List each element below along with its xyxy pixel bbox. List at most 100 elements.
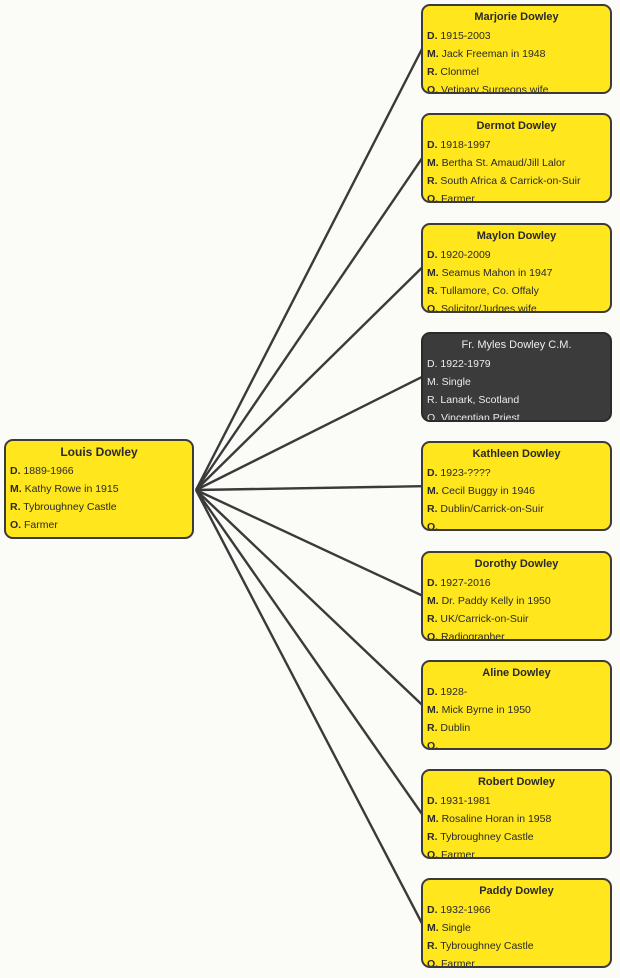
detail-row: O. Farmer xyxy=(427,190,606,204)
connector-line xyxy=(195,489,423,706)
detail-row: R. Tullamore, Co. Offaly xyxy=(427,282,606,300)
detail-value: Tybroughney Castle xyxy=(440,831,534,844)
detail-key: R. xyxy=(427,831,438,844)
connector-line xyxy=(195,489,423,815)
detail-key: O. xyxy=(427,302,439,313)
detail-key: M. xyxy=(427,266,439,279)
detail-value: Clonmel xyxy=(440,66,479,78)
detail-key: O. xyxy=(427,521,439,532)
detail-key: D. xyxy=(427,576,438,589)
detail-value: 1889-1966 xyxy=(23,465,74,477)
detail-value: Lanark, Scotland xyxy=(440,393,520,406)
detail-row: M. Dr. Paddy Kelly in 1950 xyxy=(427,592,606,610)
detail-value: Farmer xyxy=(441,849,475,860)
detail-value: Vincentian Priest xyxy=(441,411,520,422)
detail-value: Dublin/Carrick-on-Suir xyxy=(440,503,544,516)
detail-row: R. Clonmel xyxy=(427,63,606,81)
detail-value: 1922-1979 xyxy=(440,357,491,370)
detail-key: M. xyxy=(427,922,439,935)
detail-key: O. xyxy=(427,84,439,94)
detail-value: 1928- xyxy=(440,685,468,698)
detail-row: O. Vetinary Surgeons wife xyxy=(427,81,606,94)
detail-row: R. Tybroughney Castle xyxy=(10,498,188,516)
detail-row: O. Solicitor/Judges wife xyxy=(427,300,606,313)
person-name: Louis Dowley xyxy=(60,445,138,459)
detail-row: D. 1927-2016 xyxy=(427,574,606,592)
detail-value: Solicitor/Judges wife xyxy=(441,302,537,313)
detail-row: O. Farmer xyxy=(10,516,188,534)
connector-line xyxy=(195,266,423,491)
detail-row: M. Mick Byrne in 1950 xyxy=(427,701,606,719)
detail-value: Dublin xyxy=(440,721,471,734)
detail-row: O. Farmer xyxy=(427,955,606,969)
detail-value: Vetinary Surgeons wife xyxy=(441,84,549,94)
detail-key: O. xyxy=(427,411,439,422)
connector-line xyxy=(195,375,423,492)
detail-row: R. Tybroughney Castle xyxy=(427,828,606,846)
detail-row: O. Farmer xyxy=(427,846,606,860)
detail-row: D. 1922-1979 xyxy=(427,355,606,373)
detail-value: Seamus Mahon in 1947 xyxy=(441,266,553,279)
detail-value: Tybroughney Castle xyxy=(440,940,534,953)
detail-key: O. xyxy=(427,849,439,860)
person-name: Robert Dowley xyxy=(477,776,555,789)
detail-value: Dr. Paddy Kelly in 1950 xyxy=(441,594,551,607)
detail-row: R. Dublin xyxy=(427,719,606,737)
detail-key: R. xyxy=(427,940,438,953)
detail-key: O. xyxy=(427,739,439,750)
detail-key: R. xyxy=(427,66,438,78)
detail-key: D. xyxy=(427,904,438,917)
detail-row: R. Dublin/Carrick-on-Suir xyxy=(427,500,606,518)
detail-value: Farmer xyxy=(24,519,58,531)
detail-row: R. UK/Carrick-on-Suir xyxy=(427,610,606,628)
detail-row: M. Jack Freeman in 1948 xyxy=(427,45,606,63)
detail-row: D. 1928- xyxy=(427,683,606,701)
detail-row: D. 1932-1966 xyxy=(427,901,606,919)
detail-key: O. xyxy=(10,519,22,531)
detail-value: Cecil Buggy in 1946 xyxy=(441,485,535,498)
detail-key: R. xyxy=(10,501,21,513)
detail-key: R. xyxy=(427,393,438,406)
person-name: Paddy Dowley xyxy=(479,885,554,898)
detail-value: 1915-2003 xyxy=(440,30,491,42)
detail-value: Farmer xyxy=(441,193,475,204)
detail-key: R. xyxy=(427,721,438,734)
detail-key: D. xyxy=(427,685,438,698)
detail-row: M. Kathy Rowe in 1915 xyxy=(10,480,188,498)
detail-value: 1927-2016 xyxy=(440,576,491,589)
detail-value: 1920-2009 xyxy=(440,248,491,261)
detail-key: O. xyxy=(427,193,439,204)
detail-row: M. Rosaline Horan in 1958 xyxy=(427,810,606,828)
detail-value: Jack Freeman in 1948 xyxy=(441,48,546,60)
detail-value: Farmer xyxy=(441,958,475,969)
detail-row: M. Seamus Mahon in 1947 xyxy=(427,264,606,282)
detail-row: D. 1923-???? xyxy=(427,464,606,482)
detail-value: 1923-???? xyxy=(440,467,491,480)
detail-row: D. 1931-1981 xyxy=(427,792,606,810)
detail-key: D. xyxy=(427,139,438,152)
detail-row: O. Vincentian Priest xyxy=(427,409,606,422)
detail-key: M. xyxy=(427,48,439,60)
detail-key: R. xyxy=(427,175,438,188)
detail-value: Single xyxy=(441,375,471,388)
connector-line xyxy=(195,485,423,492)
detail-row: D. 1889-1966 xyxy=(10,462,188,480)
detail-key: M. xyxy=(427,703,439,716)
detail-value: Tybroughney Castle xyxy=(23,501,117,513)
detail-key: R. xyxy=(427,284,438,297)
person-name: Kathleen Dowley xyxy=(472,448,561,461)
detail-key: D. xyxy=(427,248,438,261)
detail-value: 1931-1981 xyxy=(440,795,491,808)
detail-row: M. Cecil Buggy in 1946 xyxy=(427,482,606,500)
detail-value: 1918-1997 xyxy=(440,139,491,152)
detail-key: M. xyxy=(427,375,439,388)
detail-key: M. xyxy=(10,483,22,495)
detail-value: Radiographer xyxy=(441,630,505,641)
